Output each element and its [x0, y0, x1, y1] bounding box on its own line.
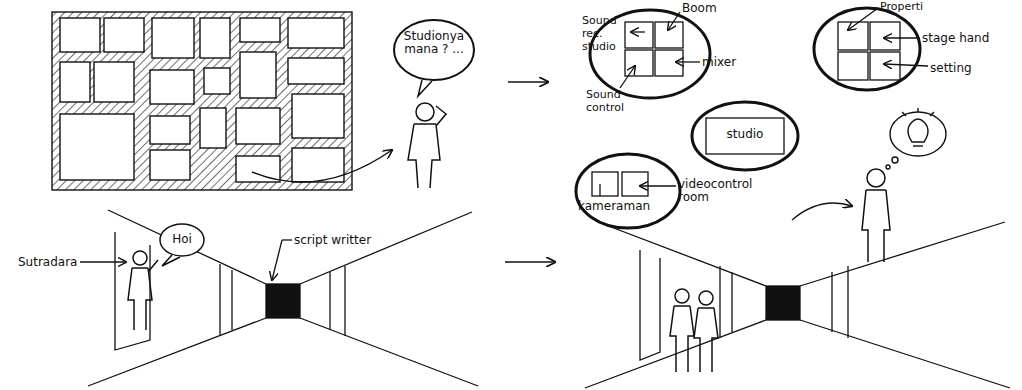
node-text: Sound rec. studio — [582, 14, 626, 53]
flow-arrow — [508, 81, 548, 83]
corridor-perspective — [88, 210, 478, 386]
flow-arrow — [505, 261, 555, 263]
person-figure — [862, 169, 890, 262]
room-cluster — [592, 172, 676, 196]
node-text: studio — [710, 128, 780, 141]
node-text: mixer — [702, 56, 742, 69]
node-outline — [574, 152, 682, 230]
leader-arrow — [272, 240, 282, 280]
room-cluster — [620, 12, 700, 88]
group-circle: kameramanvideocontrol room — [574, 152, 682, 230]
studio-room — [706, 118, 784, 154]
leader-arrow — [252, 150, 392, 182]
group-circle: Sound rec. studioBoommixerSound control — [588, 8, 712, 100]
node-text: Studionya mana ? ... — [402, 30, 466, 56]
floor-plan — [52, 12, 352, 190]
annotation-label: script writter — [294, 234, 371, 247]
person-figure — [128, 251, 158, 330]
leader-line — [282, 239, 292, 240]
node-text: Boom — [682, 2, 722, 15]
person-figure — [408, 103, 446, 188]
node-outline — [812, 6, 922, 92]
node-text: Hoi — [162, 233, 202, 246]
outline-shape — [814, 8, 920, 90]
node-text: videocontrol room — [678, 178, 778, 204]
node-text: Sound control — [586, 88, 634, 114]
node-text: Properti — [880, 0, 940, 13]
bubble-tail — [418, 80, 432, 96]
leader-arrow — [80, 261, 126, 262]
leader-arrow — [792, 203, 852, 220]
node-text: stage hand — [922, 32, 1002, 45]
group-circle: studio — [690, 100, 800, 172]
bubble-tail — [162, 255, 180, 266]
outline-shape — [576, 154, 680, 228]
person-figure — [670, 289, 718, 372]
annotation-label: Sutradara — [18, 256, 77, 269]
speech-bubble: Studionya mana ? ... — [392, 18, 476, 82]
idea-bubble — [886, 108, 946, 169]
outline-shape — [692, 102, 798, 170]
node-text: setting — [930, 62, 990, 75]
outline-shape — [160, 224, 204, 256]
node-text: kameraman — [578, 200, 668, 213]
group-circle: Propertistage handsetting — [812, 6, 922, 92]
speech-bubble: Hoi — [158, 222, 206, 258]
outline-shape — [394, 20, 474, 80]
corridor-perspective — [585, 222, 1010, 388]
